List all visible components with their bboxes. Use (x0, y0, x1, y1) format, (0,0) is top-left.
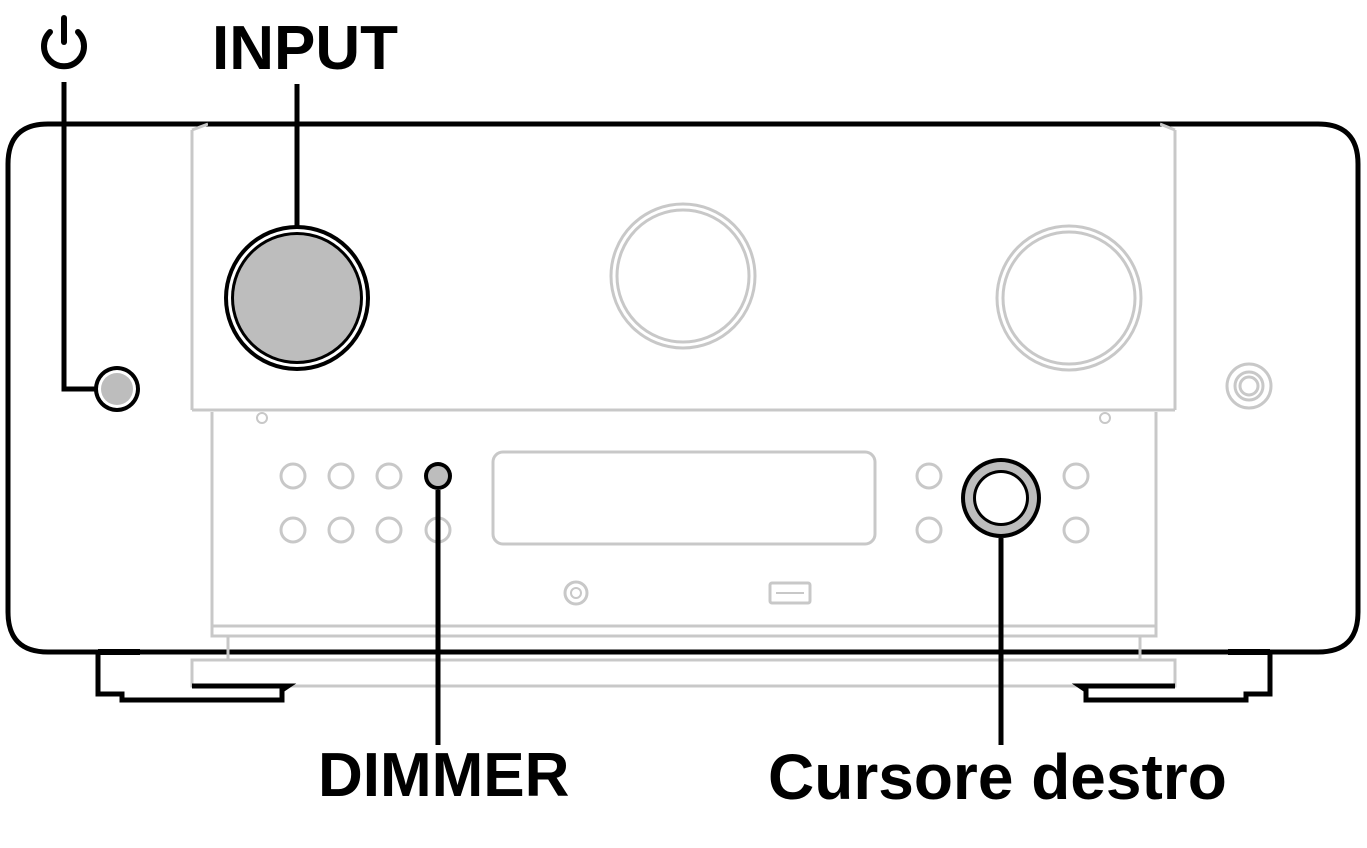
center-knob (609, 202, 757, 350)
front-button-11[interactable] (1062, 462, 1090, 490)
chassis-outline (5, 121, 1361, 655)
front-button-2[interactable] (327, 462, 355, 490)
dimmer-label: DIMMER (318, 741, 570, 810)
screw-left (256, 412, 268, 424)
dimmer-button[interactable] (424, 462, 452, 490)
power-button[interactable] (94, 366, 140, 412)
upper-bezel (191, 122, 1176, 412)
screw-right (1099, 412, 1111, 424)
front-display (491, 450, 877, 546)
input-knob[interactable] (224, 225, 370, 371)
front-button-5[interactable] (279, 516, 307, 544)
volume-knob (995, 224, 1143, 372)
setup-mic-jack (563, 580, 589, 606)
bottom-trim-inner (226, 636, 1142, 660)
cursor-ring[interactable] (961, 458, 1041, 538)
power-icon (41, 15, 87, 70)
usb-port (768, 581, 812, 605)
input-label: INPUT (212, 14, 398, 83)
front-button-10[interactable] (915, 516, 943, 544)
right-foot (1071, 652, 1273, 703)
bottom-trim (190, 658, 1177, 688)
front-button-6[interactable] (327, 516, 355, 544)
front-button-7[interactable] (375, 516, 403, 544)
front-button-9[interactable] (915, 462, 943, 490)
power-leader-line (61, 82, 96, 392)
front-button-3[interactable] (375, 462, 403, 490)
headphone-jack (1225, 362, 1273, 410)
left-foot (95, 652, 297, 703)
cursor-right-label: Cursore destro (768, 741, 1227, 813)
front-button-12[interactable] (1062, 516, 1090, 544)
front-button-1[interactable] (279, 462, 307, 490)
